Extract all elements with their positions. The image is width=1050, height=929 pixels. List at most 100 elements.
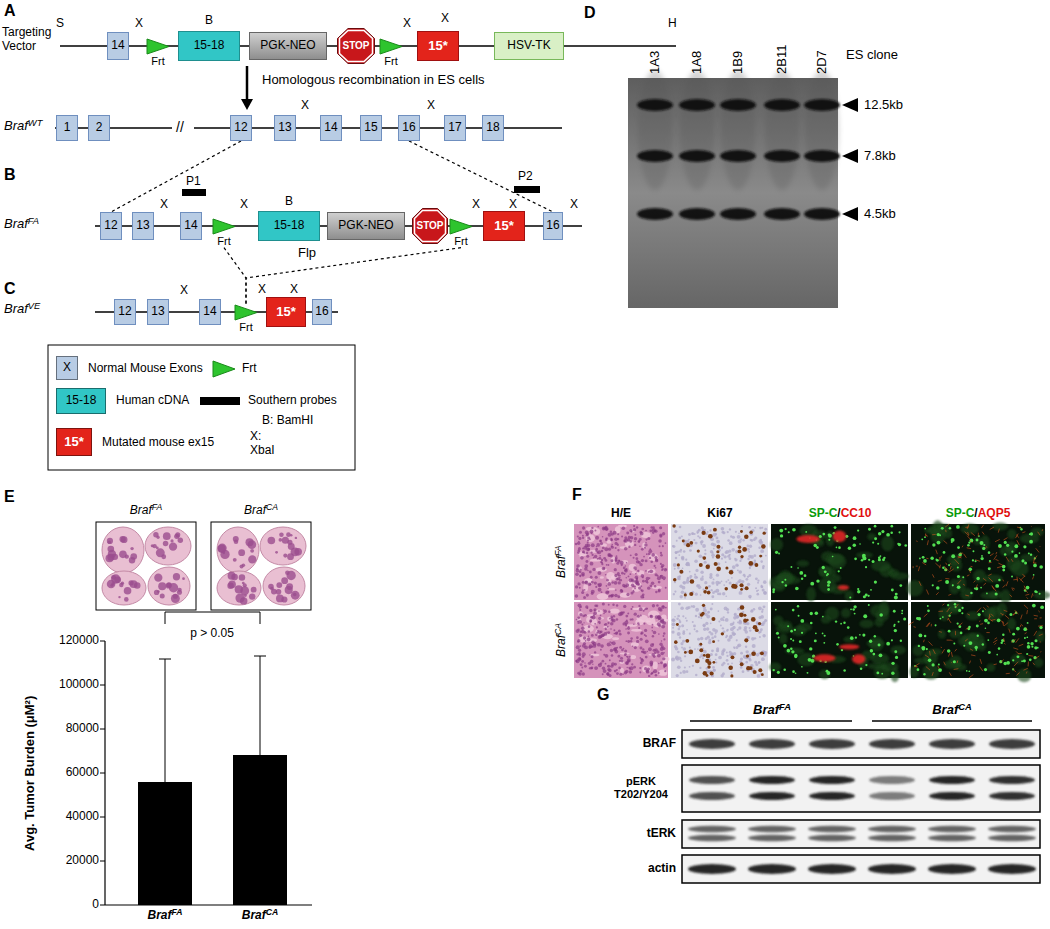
nucleus bbox=[607, 643, 611, 647]
nucleus bbox=[651, 553, 655, 557]
nucleus bbox=[582, 574, 585, 577]
error-bar bbox=[165, 659, 166, 782]
nucleus bbox=[694, 559, 698, 563]
nucleus bbox=[632, 591, 634, 593]
nucleus bbox=[661, 640, 662, 641]
nucleus bbox=[699, 555, 703, 559]
nucleus bbox=[721, 581, 723, 583]
green-haze bbox=[957, 576, 966, 592]
aqp5-signal bbox=[945, 578, 949, 579]
nucleus bbox=[748, 526, 751, 529]
nucleus bbox=[657, 575, 659, 577]
nucleus bbox=[661, 625, 665, 629]
nucleus bbox=[605, 654, 609, 658]
aqp5-signal bbox=[1011, 559, 1013, 562]
spc-cell bbox=[808, 658, 812, 662]
aqp5-signal bbox=[1006, 557, 1009, 562]
nucleus bbox=[592, 663, 593, 664]
tumor-spot bbox=[156, 548, 165, 557]
nucleus bbox=[672, 619, 676, 623]
nucleus bbox=[611, 581, 614, 584]
nucleus bbox=[584, 567, 588, 571]
nucleus bbox=[660, 661, 663, 664]
nucleus bbox=[645, 559, 648, 562]
tick-mark bbox=[100, 861, 105, 862]
spc-cell bbox=[1030, 553, 1032, 555]
nucleus bbox=[662, 545, 664, 547]
spc-cell bbox=[988, 551, 991, 554]
nucleus bbox=[599, 555, 601, 557]
nucleus bbox=[602, 536, 604, 538]
aqp5-signal bbox=[995, 539, 1000, 541]
nucleus bbox=[603, 613, 605, 615]
tumor-spot bbox=[286, 532, 291, 537]
aqp5-signal bbox=[936, 592, 939, 595]
nucleus bbox=[579, 575, 581, 577]
ki67-nucleus bbox=[705, 565, 709, 569]
aqp5-signal bbox=[965, 532, 969, 536]
tumor-spot bbox=[244, 594, 247, 597]
nucleus bbox=[589, 620, 592, 623]
nucleus bbox=[611, 538, 613, 540]
nucleus bbox=[640, 531, 643, 534]
nucleus bbox=[611, 654, 614, 657]
nucleus bbox=[606, 591, 608, 593]
nucleus bbox=[711, 543, 714, 546]
tumor-spot bbox=[118, 596, 120, 598]
nucleus bbox=[755, 577, 758, 580]
spc-cell bbox=[898, 543, 901, 546]
tumor-spot bbox=[169, 543, 177, 551]
spc-cell bbox=[879, 555, 881, 557]
nucleus bbox=[609, 659, 611, 661]
stroma bbox=[653, 662, 658, 670]
nucleus bbox=[762, 634, 765, 637]
nucleus bbox=[578, 652, 581, 655]
nucleus bbox=[678, 554, 680, 556]
tumor-spot bbox=[182, 577, 185, 580]
nucleus bbox=[663, 663, 667, 667]
spc-cell bbox=[855, 637, 857, 639]
nucleus bbox=[605, 574, 607, 576]
nucleus bbox=[739, 560, 741, 562]
nucleus bbox=[608, 548, 611, 551]
tumor-spot bbox=[154, 574, 162, 582]
legend-frt-triangle bbox=[213, 361, 235, 377]
nucleus bbox=[635, 557, 638, 560]
tumor-spot bbox=[250, 549, 254, 553]
nucleus bbox=[602, 635, 604, 637]
nucleus bbox=[640, 638, 643, 641]
spc-cell bbox=[1014, 544, 1018, 548]
nucleus bbox=[731, 653, 733, 655]
nucleus bbox=[677, 567, 680, 570]
lung-section bbox=[211, 522, 311, 610]
aqp5-signal bbox=[1022, 574, 1025, 577]
spc-cell bbox=[840, 567, 842, 569]
legend-frame bbox=[48, 345, 355, 470]
nucleus bbox=[739, 619, 741, 621]
nucleus bbox=[617, 549, 619, 551]
ki67-nucleus bbox=[707, 591, 711, 595]
nucleus bbox=[645, 656, 648, 659]
green-haze bbox=[1020, 534, 1039, 544]
nucleus bbox=[595, 586, 597, 588]
nucleus bbox=[676, 540, 678, 542]
ki67-nucleus bbox=[684, 593, 687, 596]
nucleus bbox=[618, 581, 621, 584]
aqp5-signal bbox=[940, 556, 941, 559]
ki67-nucleus bbox=[763, 532, 766, 535]
nucleus bbox=[643, 623, 645, 625]
green-haze bbox=[856, 552, 873, 558]
ki67-nucleus bbox=[699, 643, 702, 646]
aqp5-signal bbox=[978, 533, 979, 537]
nucleus bbox=[745, 646, 747, 648]
nucleus bbox=[702, 624, 705, 627]
spc-cell bbox=[785, 584, 787, 586]
nucleus bbox=[620, 657, 623, 660]
nucleus bbox=[761, 623, 764, 626]
tumor-spot bbox=[160, 593, 165, 598]
nucleus bbox=[748, 551, 750, 553]
nucleus bbox=[604, 547, 608, 551]
nucleus bbox=[641, 528, 644, 531]
nucleus bbox=[697, 584, 699, 586]
nucleus bbox=[736, 639, 738, 641]
